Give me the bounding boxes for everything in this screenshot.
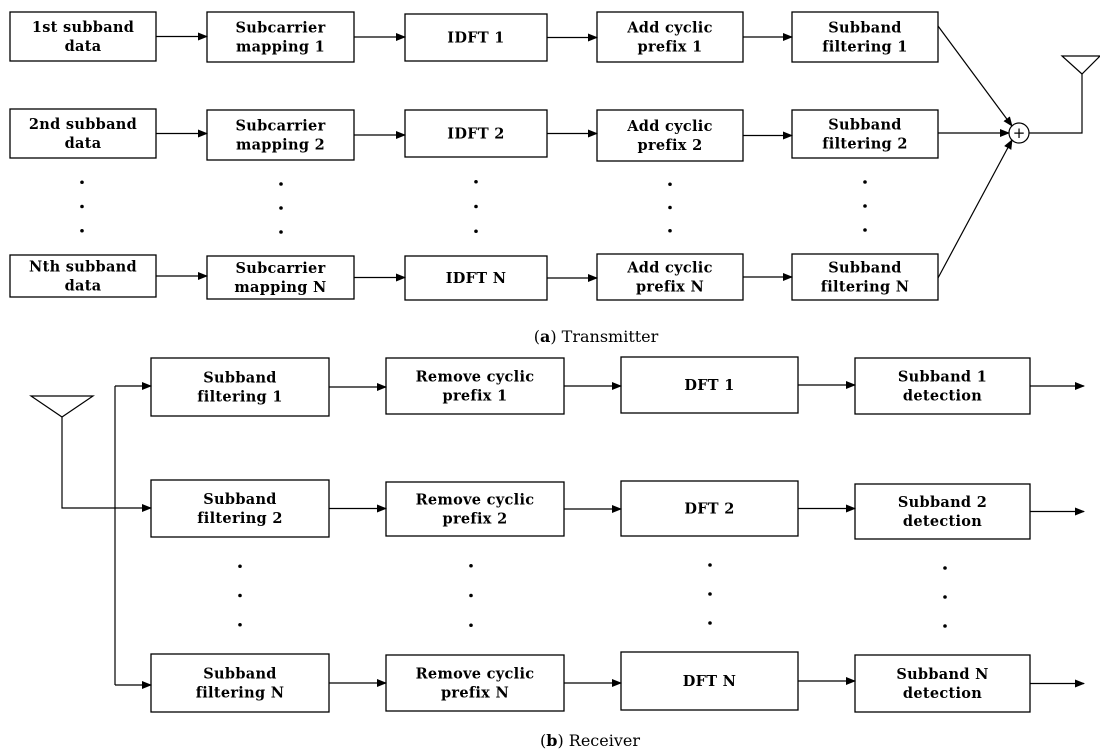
continuation-dot	[80, 180, 84, 185]
rx-dft-block-1-label: DFT 1	[684, 377, 734, 394]
continuation-dot	[708, 592, 712, 596]
continuation-dot	[668, 228, 672, 233]
receive-antenna-icon	[29, 395, 95, 418]
continuation-dot	[474, 179, 478, 184]
tx-subcarrier-mapping-block-2	[206, 109, 355, 161]
continuation-dot	[238, 593, 242, 598]
continuation-dot	[80, 228, 84, 233]
rx-dft-block-2-label: DFT 2	[684, 501, 734, 518]
rx-detection-block-1	[854, 357, 1031, 415]
tx-idft-block-1	[404, 13, 548, 62]
tx-idft-block-1-label: IDFT 1	[447, 30, 504, 47]
tx-idft-block-3-label: IDFT N	[446, 270, 507, 287]
tx-subband-data-block-1	[9, 11, 157, 62]
tx-subband-data-block-3	[9, 254, 157, 298]
continuation-dot	[238, 622, 242, 627]
tx-idft-block-3	[404, 255, 548, 301]
tx-sum-arrow	[937, 139, 1013, 279]
rx-subband-filter-block-3	[150, 653, 330, 713]
rx-remove-cyclic-prefix-block-1	[385, 357, 565, 415]
continuation-dot	[943, 595, 947, 599]
tx-idft-block-2-label: IDFT 2	[447, 126, 504, 143]
continuation-dot	[469, 593, 473, 598]
continuation-dot	[474, 204, 478, 209]
rx-dft-block-3	[620, 651, 799, 711]
continuation-dot	[863, 204, 867, 208]
rx-dft-block-2	[620, 480, 799, 537]
rx-detection-block-2	[854, 483, 1031, 540]
continuation-dot	[863, 180, 867, 184]
rx-remove-cyclic-prefix-block-3	[385, 654, 565, 712]
continuation-dot	[863, 228, 867, 232]
continuation-dot	[708, 563, 712, 567]
tx-antenna-feed	[1029, 74, 1083, 134]
continuation-dot	[279, 182, 283, 186]
rx-subband-filter-block-1	[150, 357, 330, 417]
continuation-dot	[279, 230, 283, 234]
adder-plus-sign: +	[1013, 124, 1026, 142]
continuation-dot	[943, 566, 947, 570]
continuation-dot	[708, 621, 712, 625]
rx-detection-block-3	[854, 654, 1031, 713]
tx-sum-arrow	[937, 25, 1013, 127]
continuation-dot	[943, 624, 947, 628]
rx-subband-filter-block-2	[150, 479, 330, 538]
continuation-dot	[279, 206, 283, 210]
rx-remove-cyclic-prefix-block-2	[385, 481, 565, 537]
rx-dft-block-1	[620, 356, 799, 414]
continuation-dot	[80, 204, 84, 209]
continuation-dot	[469, 623, 473, 628]
transmitter-caption: (a) Transmitter	[534, 327, 659, 346]
continuation-dot	[238, 564, 242, 569]
continuation-dot	[668, 205, 672, 210]
rx-dft-block-3-label: DFT N	[683, 673, 736, 690]
tx-idft-block-2	[404, 109, 548, 158]
transmit-antenna-icon	[1060, 55, 1100, 75]
continuation-dot	[668, 182, 672, 187]
tx-subband-data-block-2	[9, 108, 157, 159]
continuation-dot	[474, 229, 478, 234]
receiver-caption: (b) Receiver	[540, 731, 640, 750]
continuation-dot	[469, 563, 473, 568]
rx-feed-line	[61, 417, 152, 512]
